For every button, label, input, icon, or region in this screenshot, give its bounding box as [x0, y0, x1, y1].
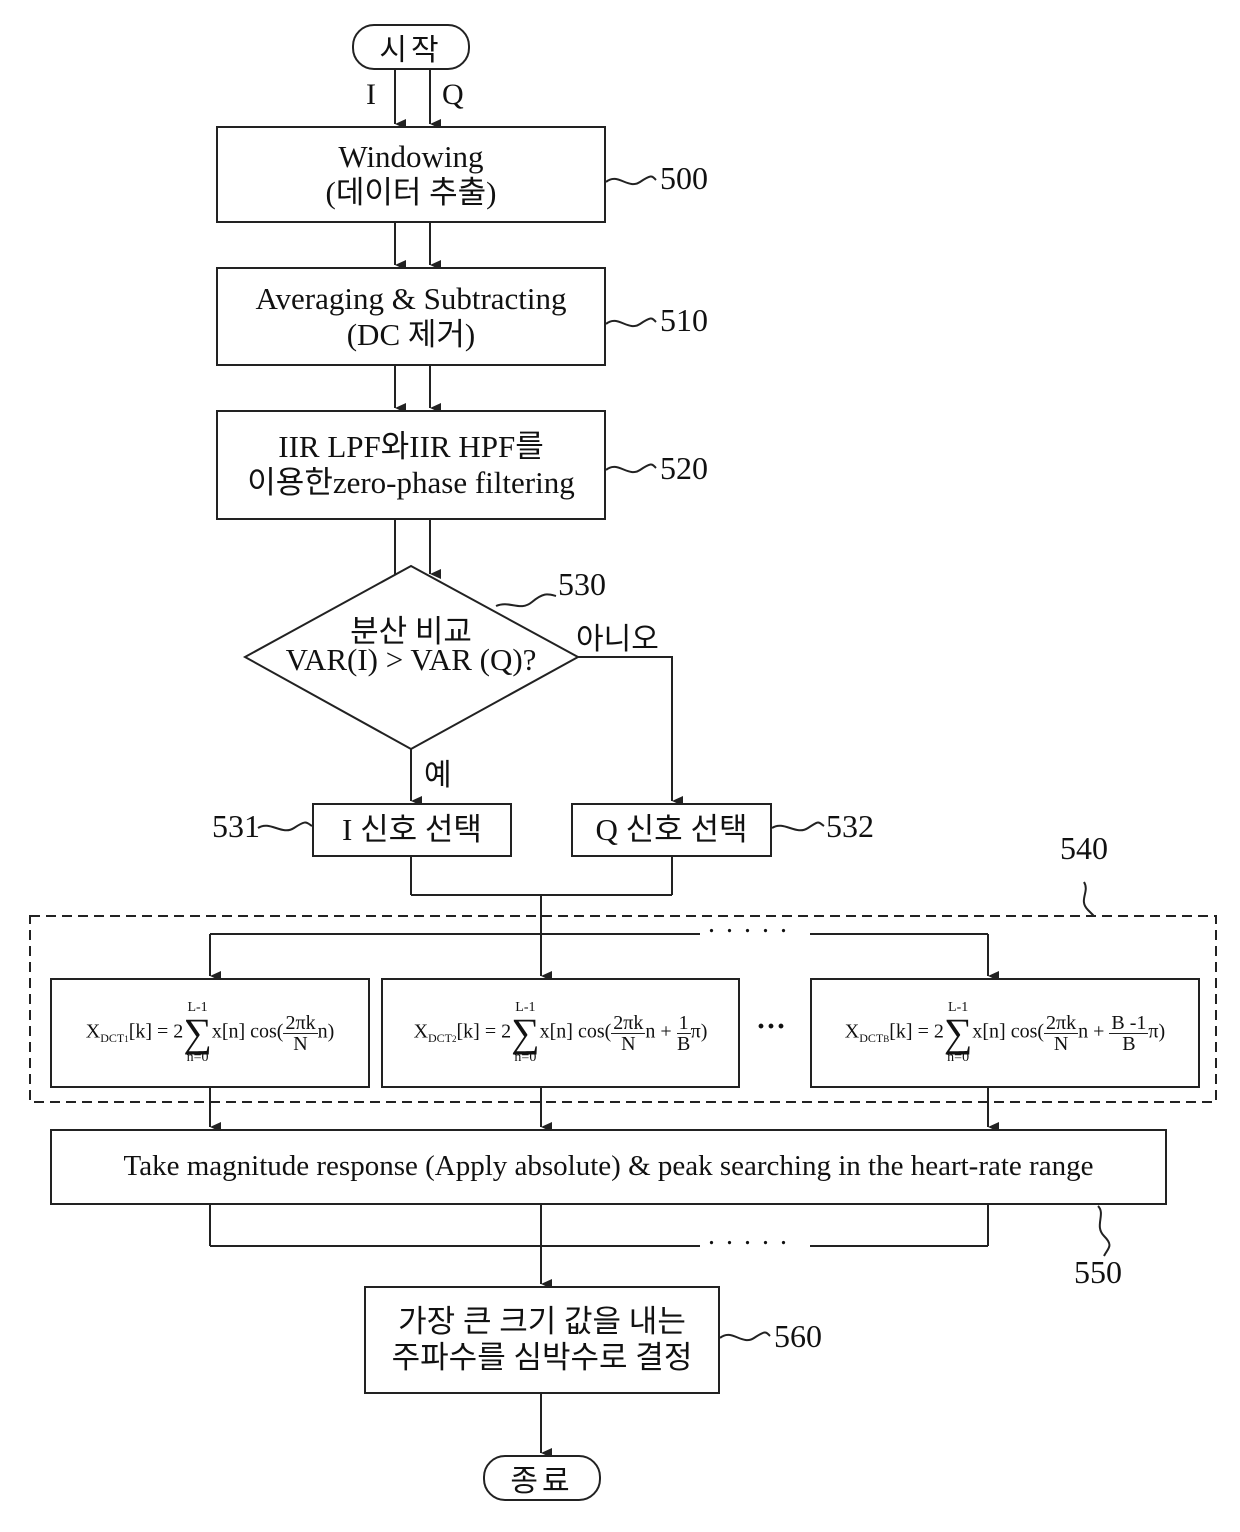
- dctb-mid: [k] = 2: [889, 1021, 944, 1043]
- step-560-line1: 가장 큰 크기 값을 내는: [398, 1304, 686, 1340]
- merge-dots-bottom: . . . . .: [708, 1220, 789, 1252]
- dct1-mid: [k] = 2: [129, 1021, 184, 1043]
- dctb-lower: n=0: [947, 1051, 969, 1065]
- dct2-sub: DCT: [428, 1031, 452, 1045]
- dct-box-1: XDCT1[k] = 2L-1∑n=0x[n] cos(2πkNn): [50, 978, 370, 1088]
- dct2-body: x[n] cos(: [540, 1021, 612, 1043]
- step-520-filtering: IIR LPF와IIR HPF를 이용한zero-phase filtering: [216, 410, 606, 520]
- ref-531: 531: [212, 808, 260, 845]
- dct-box-b: XDCT B [k] = 2L-1∑n=0x[n] cos(2πkNn + B -1…: [810, 978, 1200, 1088]
- dct2-den: N: [621, 1034, 635, 1054]
- dct-box-2: XDCT2[k] = 2L-1∑n=0x[n] cos(2πkNn + 1Bπ): [381, 978, 740, 1088]
- dctb-sub: DCT: [859, 1031, 883, 1045]
- step-560-line2: 주파수를 심박수로 결정: [392, 1340, 693, 1376]
- input-i-label: I: [366, 78, 376, 112]
- step-550-label: Take magnitude response (Apply absolute)…: [124, 1150, 1094, 1183]
- dctb-num2: B -1: [1109, 1013, 1148, 1034]
- dctb-tail2: π): [1148, 1021, 1165, 1043]
- ref-550: 550: [1074, 1254, 1122, 1291]
- dct1-lhs: X: [86, 1021, 100, 1043]
- ref-520: 520: [660, 450, 708, 487]
- step-550-peak-search: Take magnitude response (Apply absolute)…: [50, 1129, 1167, 1205]
- branch-yes-label: 예: [424, 750, 452, 794]
- step-560-decide-heart-rate: 가장 큰 크기 값을 내는 주파수를 심박수로 결정: [364, 1286, 720, 1394]
- step-500-line1: Windowing: [338, 139, 483, 175]
- dct2-sum: L-1∑n=0: [511, 1001, 540, 1065]
- dct1-sum: L-1∑n=0: [183, 1001, 212, 1065]
- dct1-body: x[n] cos(: [212, 1021, 284, 1043]
- dctb-lhs: X: [845, 1021, 859, 1043]
- step-531-select-i: I 신호 선택: [312, 803, 512, 857]
- input-q-label: Q: [442, 78, 464, 112]
- end-terminal: 종료: [483, 1455, 601, 1501]
- dct2-num: 2πk: [611, 1013, 645, 1034]
- dctb-tail: n +: [1078, 1021, 1104, 1043]
- step-510-averaging: Averaging & Subtracting (DC 제거): [216, 267, 606, 366]
- start-terminal: 시작: [352, 24, 470, 70]
- dct1-num: 2πk: [283, 1013, 317, 1034]
- step-532-label: Q 신호 선택: [596, 812, 748, 848]
- dctb-den: N: [1054, 1034, 1068, 1054]
- dct1-den: N: [293, 1034, 307, 1054]
- dctb-num: 2πk: [1044, 1013, 1078, 1034]
- step-510-line2: (DC 제거): [347, 317, 476, 353]
- dct2-tail2: π): [691, 1021, 708, 1043]
- dct2-mid: [k] = 2: [457, 1021, 512, 1043]
- dct1-sub: DCT: [100, 1031, 124, 1045]
- dctb-body: x[n] cos(: [972, 1021, 1044, 1043]
- ref-532: 532: [826, 808, 874, 845]
- ref-540: 540: [1060, 830, 1108, 867]
- step-520-line1: IIR LPF와IIR HPF를: [278, 429, 543, 465]
- step-532-select-q: Q 신호 선택: [571, 803, 772, 857]
- step-500-windowing: Windowing (데이터 추출): [216, 126, 606, 223]
- ref-510: 510: [660, 302, 708, 339]
- step-531-label: I 신호 선택: [342, 812, 482, 848]
- dct2-tail: n +: [645, 1021, 671, 1043]
- branch-no-label: 아니오: [576, 614, 659, 658]
- start-label: 시작: [379, 25, 442, 69]
- step-520-line2: 이용한zero-phase filtering: [247, 465, 574, 501]
- dct2-den2: B: [677, 1034, 690, 1054]
- ref-500: 500: [660, 160, 708, 197]
- dctb-sum: L-1∑n=0: [944, 1001, 973, 1065]
- ref-560: 560: [774, 1318, 822, 1355]
- dct1-tail: n): [318, 1021, 335, 1043]
- end-label: 종료: [510, 1456, 573, 1500]
- step-510-line1: Averaging & Subtracting: [255, 281, 566, 317]
- ref-530: 530: [558, 566, 606, 603]
- step-500-line2: (데이터 추출): [326, 175, 497, 211]
- step-530-line2: VAR(I) > VAR (Q)?: [286, 642, 537, 678]
- dct1-lower: n=0: [187, 1051, 209, 1065]
- dct2-lower: n=0: [514, 1051, 536, 1065]
- dctb-den2: B: [1122, 1034, 1135, 1054]
- dct2-num2: 1: [677, 1013, 691, 1034]
- dct-between-dots: ···: [756, 1010, 786, 1044]
- dct2-lhs: X: [414, 1021, 428, 1043]
- branch-dots-top: . . . . .: [708, 908, 789, 940]
